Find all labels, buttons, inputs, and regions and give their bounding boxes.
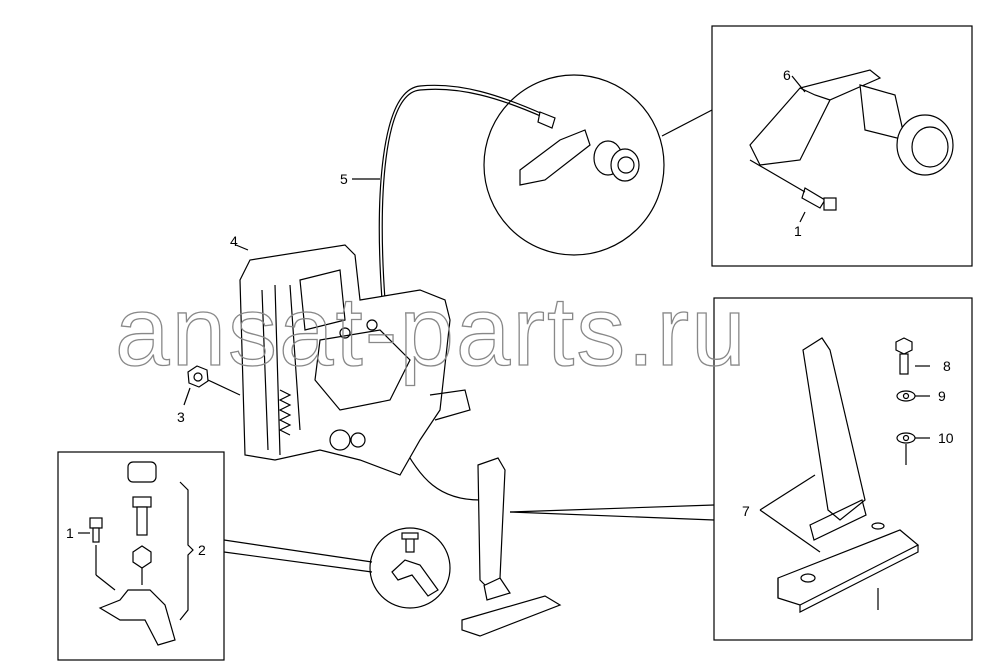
callout-4: 4 <box>230 233 238 249</box>
callout-5: 5 <box>340 171 348 187</box>
callout-9: 9 <box>938 388 946 404</box>
watermark: ansat-parts.ru <box>115 276 748 386</box>
callout-1-top: 1 <box>794 223 802 239</box>
callout-8: 8 <box>943 358 951 374</box>
cable <box>378 84 546 301</box>
callout-1-bottom: 1 <box>66 525 74 541</box>
callout-10: 10 <box>938 430 954 446</box>
detail-box-pedal <box>713 297 973 641</box>
magnifier-circle-top <box>483 74 665 256</box>
detail-box-bracket-fasteners <box>57 451 225 661</box>
magnifier-circle-small <box>369 527 451 609</box>
hood-latch-assembly <box>239 244 451 476</box>
accelerator-pedal <box>477 457 506 586</box>
callout-6: 6 <box>783 67 791 83</box>
nut-part-3 <box>187 365 209 388</box>
callout-3: 3 <box>177 409 185 425</box>
detail-box-bracket <box>711 25 973 267</box>
callout-7: 7 <box>742 503 750 519</box>
callout-2: 2 <box>198 542 206 558</box>
